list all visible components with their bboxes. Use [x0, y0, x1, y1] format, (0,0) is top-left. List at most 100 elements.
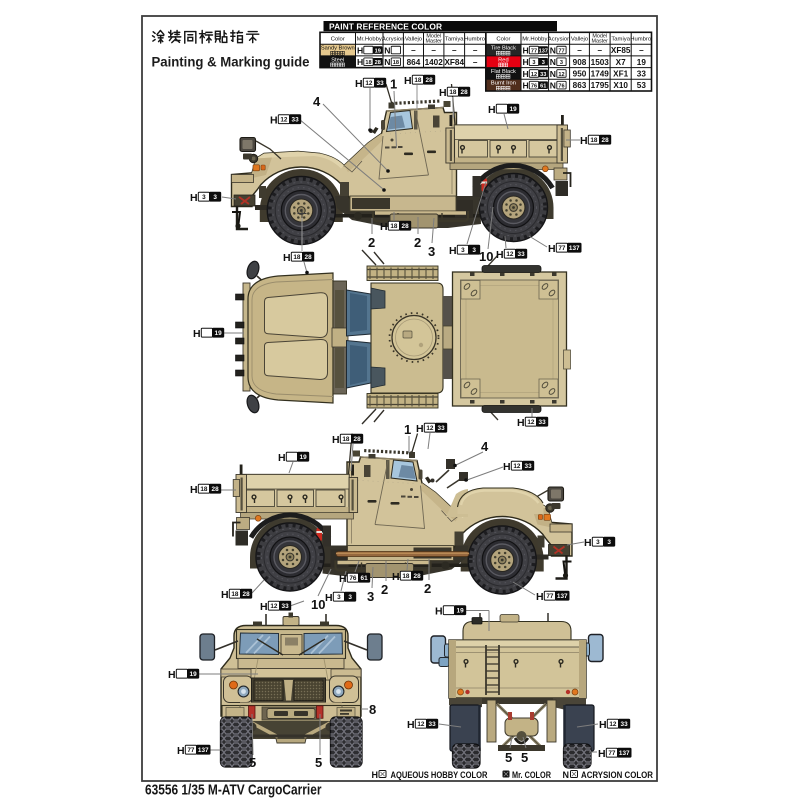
- svg-text:Mr.Hobby: Mr.Hobby: [522, 37, 547, 43]
- svg-text:33: 33: [540, 72, 546, 78]
- svg-text:Master: Master: [425, 39, 442, 45]
- svg-text:Steel: Steel: [331, 57, 344, 63]
- svg-text:53: 53: [637, 81, 647, 90]
- svg-text:H: H: [523, 45, 529, 55]
- svg-text:137: 137: [557, 593, 568, 600]
- svg-text:137: 137: [539, 48, 548, 54]
- svg-text:H: H: [283, 252, 291, 264]
- svg-text:33: 33: [539, 419, 547, 426]
- svg-text:137: 137: [569, 245, 580, 252]
- svg-text:12: 12: [609, 721, 617, 728]
- svg-text:12: 12: [513, 463, 521, 470]
- svg-text:3: 3: [532, 60, 535, 66]
- svg-text:3: 3: [472, 247, 476, 254]
- svg-text:Painting & Marking guide: Painting & Marking guide: [152, 55, 310, 71]
- svg-text:2: 2: [414, 235, 421, 250]
- svg-text:5: 5: [315, 755, 322, 770]
- svg-text:–: –: [452, 46, 457, 55]
- svg-text:33: 33: [438, 425, 446, 432]
- svg-text:33: 33: [292, 117, 300, 124]
- svg-text:H: H: [496, 249, 504, 261]
- svg-text:–: –: [473, 58, 478, 67]
- svg-text:H: H: [221, 589, 229, 601]
- svg-text:H: H: [416, 423, 424, 435]
- svg-text:Mr.Hobby: Mr.Hobby: [357, 37, 382, 43]
- svg-text:Color: Color: [496, 37, 510, 43]
- svg-text:28: 28: [402, 223, 410, 230]
- svg-text:4: 4: [313, 94, 321, 109]
- svg-text:Acrysion: Acrysion: [548, 37, 571, 43]
- svg-text:Acrysion: Acrysion: [382, 37, 405, 43]
- svg-text:18: 18: [293, 254, 301, 261]
- svg-text:18: 18: [342, 436, 350, 443]
- svg-text:H: H: [503, 461, 511, 473]
- svg-text:H: H: [190, 192, 198, 204]
- svg-text:Red: Red: [498, 57, 508, 63]
- svg-text:3: 3: [202, 194, 206, 201]
- svg-text:ACRYSION COLOR: ACRYSION COLOR: [581, 770, 653, 780]
- svg-text:19: 19: [457, 608, 465, 615]
- svg-text:1: 1: [390, 77, 397, 92]
- svg-text:H: H: [449, 245, 457, 257]
- svg-text:28: 28: [414, 573, 422, 580]
- svg-text:63556 1/35 M-ATV CargoCarrier: 63556 1/35 M-ATV CargoCarrier: [145, 782, 322, 799]
- svg-text:3: 3: [348, 594, 352, 601]
- svg-text:76: 76: [349, 575, 357, 582]
- svg-text:Tamiya: Tamiya: [611, 37, 630, 43]
- svg-text:28: 28: [305, 254, 313, 261]
- svg-text:N: N: [384, 57, 390, 67]
- svg-text:H: H: [435, 605, 443, 617]
- svg-text:19: 19: [190, 671, 198, 678]
- svg-text:H: H: [193, 328, 201, 340]
- svg-text:H: H: [325, 592, 333, 604]
- svg-text:33: 33: [621, 721, 629, 728]
- svg-text:33: 33: [377, 80, 385, 87]
- svg-text:2: 2: [424, 581, 431, 596]
- svg-text:12: 12: [527, 419, 535, 426]
- svg-text:H: H: [548, 243, 556, 255]
- svg-text:8: 8: [369, 702, 376, 717]
- svg-text:3: 3: [461, 247, 465, 254]
- svg-text:Color: Color: [331, 37, 345, 43]
- svg-text:N: N: [550, 57, 556, 67]
- svg-text:28: 28: [375, 60, 381, 66]
- svg-text:Model: Model: [426, 34, 441, 40]
- svg-text:H: H: [380, 221, 388, 233]
- svg-text:H: H: [355, 78, 363, 90]
- svg-text:Master: Master: [592, 39, 609, 45]
- svg-text:12: 12: [270, 603, 278, 610]
- svg-text:H: H: [372, 770, 379, 780]
- svg-text:33: 33: [429, 721, 437, 728]
- svg-text:10: 10: [479, 249, 493, 264]
- svg-text:PAINT REFERENCE COLOR: PAINT REFERENCE COLOR: [329, 21, 442, 31]
- svg-text:3: 3: [596, 539, 600, 546]
- svg-text:61: 61: [361, 575, 369, 582]
- svg-text:Vallejo: Vallejo: [571, 37, 589, 43]
- svg-text:76: 76: [558, 84, 564, 90]
- svg-text:77: 77: [531, 48, 537, 54]
- svg-text:3: 3: [213, 194, 217, 201]
- svg-text:19: 19: [510, 106, 518, 113]
- svg-text:3: 3: [337, 594, 341, 601]
- svg-text:Tire Black: Tire Black: [491, 46, 516, 52]
- svg-text:1: 1: [404, 422, 411, 437]
- svg-text:19: 19: [215, 330, 223, 337]
- svg-text:XF84: XF84: [444, 58, 464, 67]
- svg-text:863: 863: [573, 81, 587, 90]
- svg-text:33: 33: [525, 463, 533, 470]
- svg-text:28: 28: [602, 137, 610, 144]
- svg-text:Burnt Iron: Burnt Iron: [491, 81, 516, 87]
- svg-text:H: H: [523, 69, 529, 79]
- svg-text:H: H: [357, 57, 363, 67]
- svg-text:19: 19: [375, 48, 381, 54]
- svg-text:5: 5: [249, 755, 256, 770]
- svg-text:12: 12: [558, 72, 564, 78]
- svg-text:1503: 1503: [591, 58, 610, 67]
- svg-text:X10: X10: [613, 81, 628, 90]
- svg-text:18: 18: [414, 77, 422, 84]
- svg-text:H: H: [488, 104, 496, 116]
- svg-text:5: 5: [521, 750, 528, 765]
- svg-text:H: H: [599, 719, 607, 731]
- svg-text:Humbrol: Humbrol: [464, 37, 486, 43]
- svg-text:10: 10: [311, 597, 325, 612]
